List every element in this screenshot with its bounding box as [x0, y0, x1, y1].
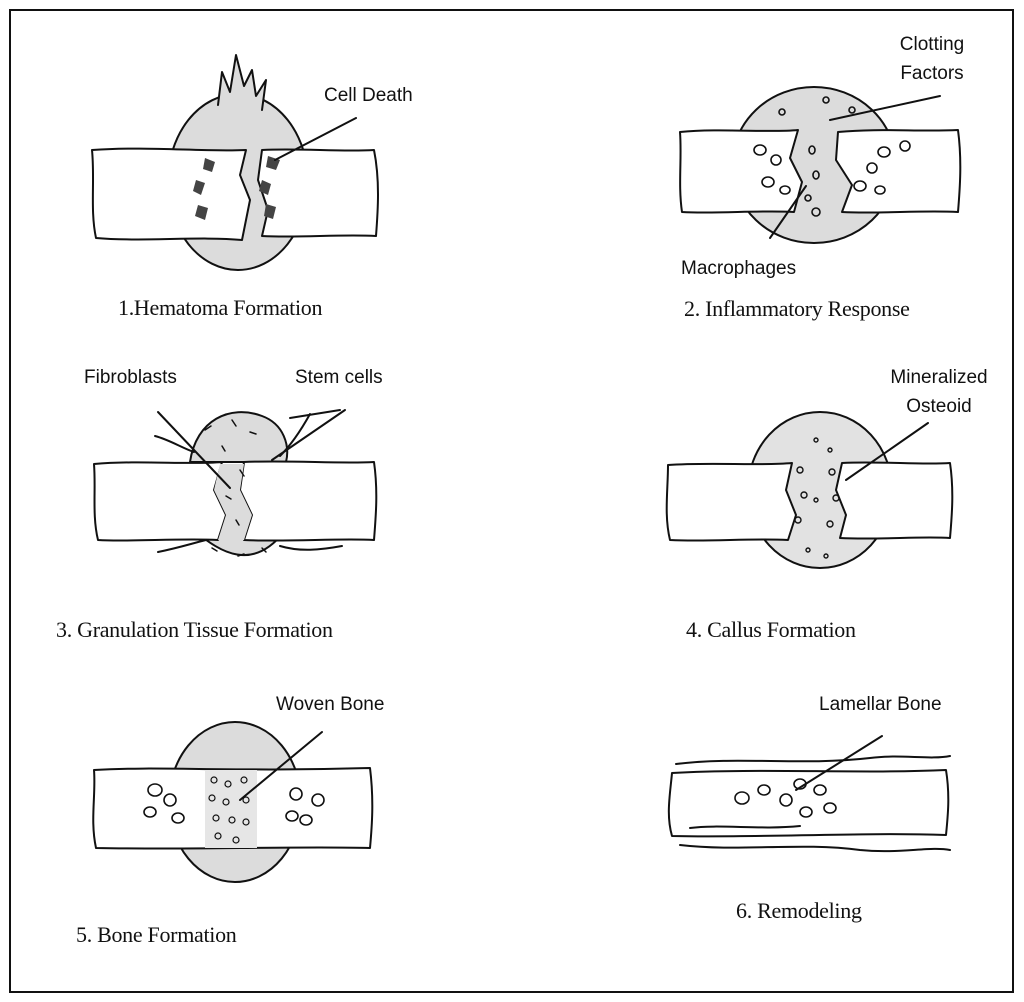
stage-1-caption: 1.Hematoma Formation	[118, 297, 322, 319]
stem-cells-label: Stem cells	[295, 368, 383, 387]
cell-death-label: Cell Death	[324, 86, 413, 105]
lamellar-bone-label: Lamellar Bone	[819, 695, 942, 714]
stage-2-caption: 2. Inflammatory Response	[684, 298, 910, 320]
macrophages-label: Macrophages	[681, 259, 796, 278]
osteoid-label: Osteoid	[873, 397, 1005, 416]
fibroblasts-label: Fibroblasts	[84, 368, 177, 387]
stage-4-caption: 4. Callus Formation	[686, 619, 856, 641]
inflammatory-illustration	[680, 87, 960, 243]
granulation-illustration	[94, 410, 376, 556]
factors-label: Factors	[880, 64, 984, 83]
remodeling-illustration	[669, 736, 950, 851]
callus-illustration	[667, 412, 953, 568]
stage-5-caption: 5. Bone Formation	[76, 924, 237, 946]
mineralized-label: Mineralized	[873, 368, 1005, 387]
clotting-label: Clotting	[880, 35, 984, 54]
woven-bone-label: Woven Bone	[276, 695, 384, 714]
stage-6-caption: 6. Remodeling	[736, 900, 862, 922]
stage-3-caption: 3. Granulation Tissue Formation	[56, 619, 333, 641]
bone-formation-illustration	[93, 722, 372, 882]
